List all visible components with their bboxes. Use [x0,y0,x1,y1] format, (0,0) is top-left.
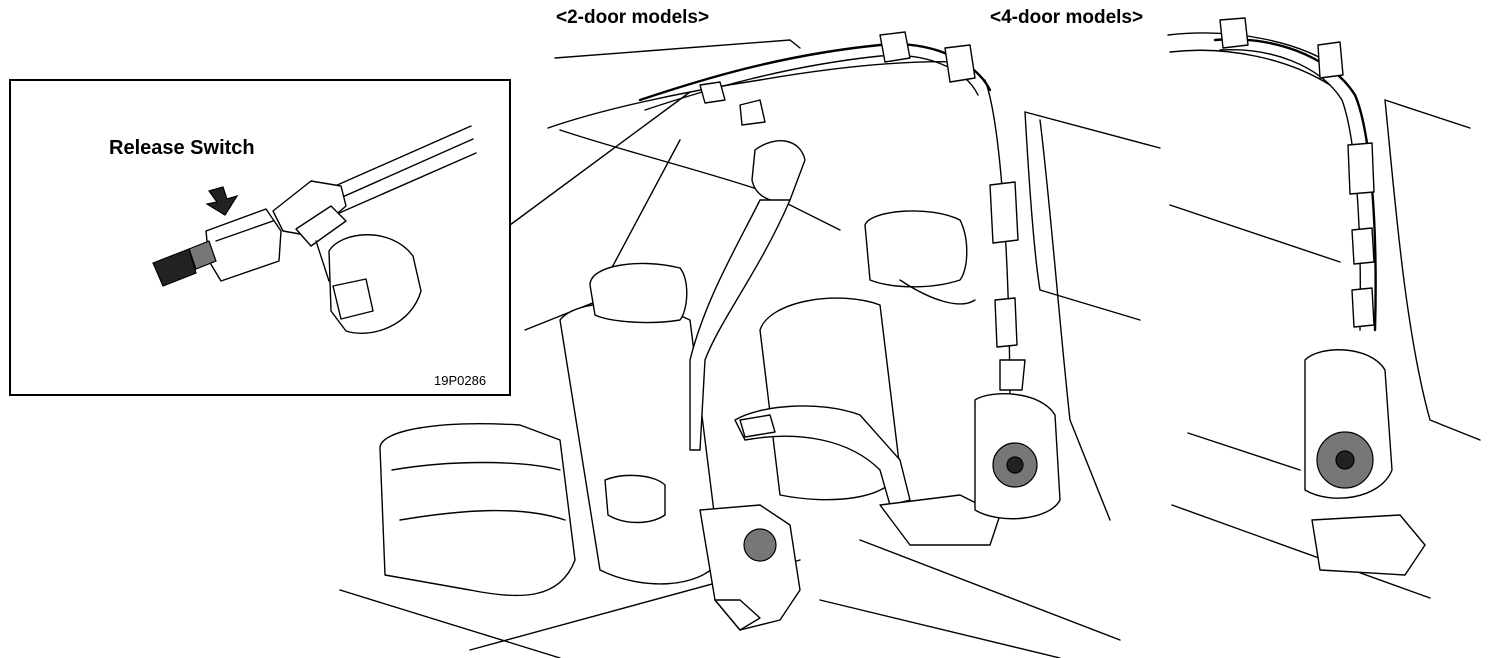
rear-seat [379,262,721,597]
release-switch-inset: Release Switch 19P0286 [9,79,511,396]
two-door-retractor [604,414,1001,631]
two-door-car-body [339,39,1161,658]
release-switch-label: Release Switch [109,137,255,159]
four-door-body [1167,32,1481,599]
four-door-belt [1213,17,1426,576]
roof-clips [699,31,976,126]
figure-code: 19P0286 [434,373,487,388]
release-switch-detail [152,125,477,334]
four-door-models-label: <4-door models> [990,7,1144,28]
leader-line [509,91,691,226]
b-pillar-retractor [974,181,1061,520]
release-switch-arrow-icon [205,186,239,216]
two-door-models-label: <2-door models> [556,7,710,28]
